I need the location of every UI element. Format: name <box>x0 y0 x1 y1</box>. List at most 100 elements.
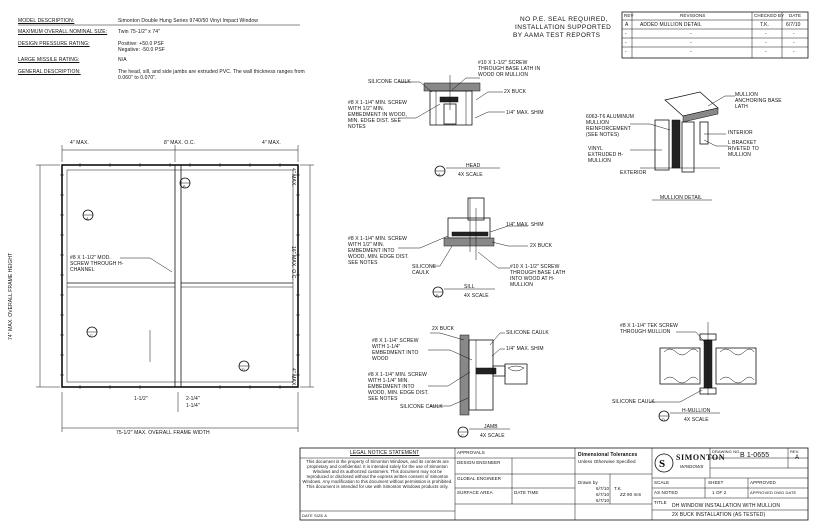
hmullion-scale: 4X SCALE <box>684 417 709 423</box>
h-mullion-section <box>650 322 757 422</box>
dim-right-top: 4" MAX. <box>290 168 296 187</box>
rev-value: A <box>795 455 800 461</box>
model-description-value: Simonton Double Hung Series 9740/50 Viny… <box>118 18 258 24</box>
drawing-no: B 1-0655 <box>740 452 770 459</box>
dim-top-left: 4" MAX. <box>70 140 89 146</box>
footer-left: DATE SIZE A <box>302 513 328 518</box>
field-surface-area: SURFACE AREA <box>457 490 493 495</box>
model-description-label: MODEL DESCRIPTION: <box>18 18 75 24</box>
date-3: 6/7/10 <box>596 498 610 503</box>
rev-row-2-desc: - <box>690 31 692 37</box>
title-block-lines: S <box>299 447 809 521</box>
head-note-buck: 2X BUCK <box>504 89 527 95</box>
missile-rating-value: N/A <box>118 57 127 63</box>
dim-right-mid: 16" MAX. O.C. <box>290 246 296 280</box>
dim-bottom-b: 1-1/4" <box>186 403 200 409</box>
sill-note-anchor: #8 X 1-1/4" MIN. SCREW WITH 1/2" MIN. EM… <box>348 236 409 266</box>
jamb-note-buck: 2X BUCK <box>432 326 455 332</box>
jamb-note-caulk-bottom: SILICONE CAULK <box>400 404 443 410</box>
date-1: 6/7/10 <box>596 486 610 491</box>
field-date-time: DATE TIME <box>514 490 539 495</box>
sill-title: SILL <box>464 284 475 290</box>
mullion-note-reinforce: 6063-T6 ALUMINUM MULLION REINFORCEMENT (… <box>586 114 635 138</box>
rev-row-3-by: - <box>765 40 767 46</box>
approved-label: APPROVED <box>750 480 776 485</box>
rev-row-3-rev: - <box>625 40 627 46</box>
nominal-size-label: MAXIMUM OVERALL NOMINAL SIZE: <box>18 29 108 35</box>
general-description-label: GENERAL DESCRIPTION: <box>18 69 81 75</box>
rev-row-2-rev: - <box>625 31 627 37</box>
head-note-anchor: #8 X 1-1/4" MIN. SCREW WITH 1/2" MIN. EM… <box>348 100 407 130</box>
hmullion-note-screw: #8 X 1-1/4" TEK SCREW THROUGH MULLION <box>620 323 678 335</box>
sill-note-shim: 1/4" MAX. SHIM <box>506 222 544 228</box>
sill-note-buck: 2X BUCK <box>530 243 553 249</box>
drawn-value: T.K. <box>614 486 623 491</box>
design-pressure-label: DESIGN PRESSURE RATING: <box>18 41 90 47</box>
jamb-title: JAMB <box>484 424 498 430</box>
legal-text: This document is the property of Simonto… <box>302 459 453 489</box>
jamb-scale: 4X SCALE <box>480 433 505 439</box>
mullion-note-anchor: MULLION ANCHORING BASE LATH <box>735 92 782 110</box>
scale-value: AS NOTED <box>654 490 678 495</box>
date-2: 6/7/10 <box>596 492 610 497</box>
rev-header-date: DATE <box>789 13 802 18</box>
seal-note-line-1: NO P.E. SEAL REQUIRED, <box>520 16 608 23</box>
rev-label: REV. <box>790 449 800 454</box>
seal-note-line-2: INSTALLATION SUPPORTED <box>515 24 612 31</box>
dim-right-bottom: 4" MAX. <box>290 368 296 387</box>
rev-header-checked: CHECKED BY <box>754 13 785 18</box>
revision-table-lines <box>621 11 809 59</box>
sheet-label: SHEET <box>708 480 724 485</box>
drawn-label: Drawn by <box>578 480 598 485</box>
elevation-view <box>36 145 314 432</box>
title-line-1: DH WINDOW INSTALLATION WITH MULLION <box>672 503 781 509</box>
hmullion-note-caulk: SILICONE CAULK <box>612 399 655 405</box>
drawing-no-label: DRAWING NO. <box>712 449 741 454</box>
approved-value: APPROVED DWG DATE <box>750 490 797 495</box>
rev-row-2-by: - <box>765 31 767 37</box>
rev-row-4-rev: - <box>625 49 627 55</box>
elevation-callout: #8 X 1-1/2" MOD. SCREW THROUGH H-CHANNEL <box>70 255 124 273</box>
mullion-note-vinyl: VINYL EXTRUDED H-MULLION <box>588 146 624 164</box>
jamb-marker: C <box>461 433 464 438</box>
mullion-detail-title: MULLION DETAIL <box>660 195 703 201</box>
marker-a: A <box>86 216 89 221</box>
rev-row-1-date: 6/7/10 <box>786 22 801 28</box>
field-design-engineer: DESIGN ENGINEER <box>457 460 501 465</box>
company-logo: SIMONTON <box>676 453 726 462</box>
marker-b: B <box>183 184 186 189</box>
svg-text:S: S <box>659 458 665 470</box>
general-description-value: The head, sill, and side jambs are extru… <box>118 69 305 81</box>
head-marker: A <box>438 172 441 177</box>
scale-label: SCALE <box>654 480 670 485</box>
sill-marker: B <box>436 293 439 298</box>
head-scale: 4X SCALE <box>458 172 483 178</box>
dim-bottom-c: 1-1/2" <box>134 396 148 402</box>
hmullion-title: H-MULLION <box>682 408 711 414</box>
rev-row-4-by: - <box>765 49 767 55</box>
jamb-note-anchor: #8 X 1-1/4" MIN. SCREW WITH 1-1/4" MIN. … <box>368 372 429 402</box>
mullion-note-exterior: EXTERIOR <box>620 170 647 176</box>
dim-overall-height: 74" MAX. OVERALL FRAME HEIGHT <box>8 252 14 340</box>
rev-row-4-date: - <box>793 49 795 55</box>
head-note-shim: 1/4" MAX. SHIM <box>506 110 544 116</box>
approvals-heading: APPROVALS <box>457 450 485 455</box>
jamb-detail <box>428 332 528 438</box>
marker-d: D <box>242 367 245 372</box>
sill-detail <box>398 197 528 298</box>
mullion-note-interior: INTERIOR <box>728 130 753 136</box>
jamb-note-screw-top: #8 X 1-1/4" SCREW WITH 1-1/4" EMBEDMENT … <box>372 338 419 362</box>
sill-note-screw: #10 X 1-1/2" SCREW THROUGH BASE LATH INT… <box>510 264 566 288</box>
rev-row-1-desc: ADDED MULLION DETAIL <box>640 22 702 28</box>
mullion-detail <box>630 91 735 201</box>
title-line-2: 2X BUCK INSTALLATION (AS TESTED) <box>672 512 766 518</box>
dimensional-sub: Unless Otherwise Specified <box>578 459 636 464</box>
dim-top-center: 8" MAX. O.C. <box>164 140 196 146</box>
rev-header-rev: REV <box>624 13 634 18</box>
rev-row-1-rev: A <box>625 22 629 28</box>
rev-row-3-desc: - <box>690 40 692 46</box>
jamb-note-shim: 1/4" MAX. SHIM <box>506 346 544 352</box>
head-note-screw: #10 X 1-1/2" SCREW THROUGH BASE LATH IN … <box>478 60 541 78</box>
marker-c: C <box>90 333 93 338</box>
